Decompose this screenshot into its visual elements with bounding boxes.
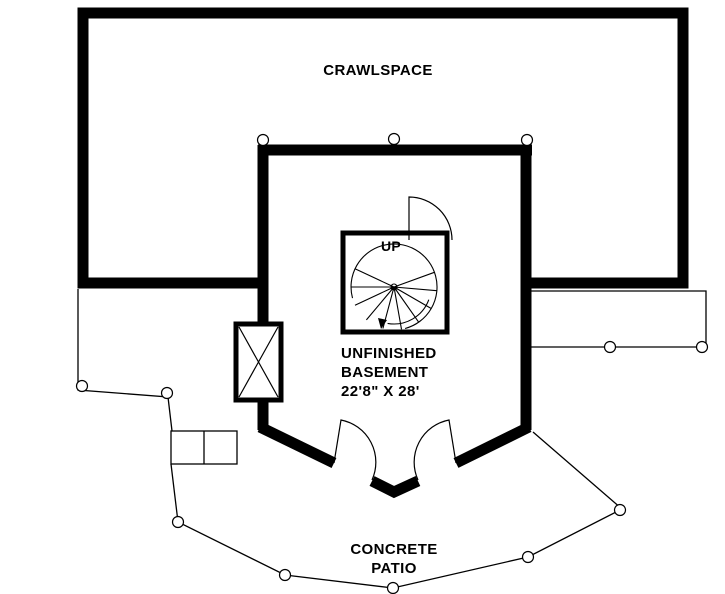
basement-point-wall <box>369 476 421 499</box>
post-circle <box>387 132 401 146</box>
post-circle <box>521 550 535 564</box>
crawlspace-walls <box>77 7 689 289</box>
stair-up-label: UP <box>381 238 401 254</box>
basement-label-line1: UNFINISHED <box>341 345 437 362</box>
pier-posts <box>75 132 709 594</box>
left-patio-door-swing <box>333 419 377 481</box>
right-patio-door-swing <box>413 419 457 481</box>
post-circle <box>256 133 270 147</box>
basement-dimensions-label: 22'8" X 28' <box>341 383 420 400</box>
post-circle <box>171 515 185 529</box>
stair-enclosure <box>340 230 450 335</box>
stair-door-swing <box>408 196 453 241</box>
basement-label-line2: BASEMENT <box>341 364 428 381</box>
post-circle <box>75 379 89 393</box>
post-circle <box>603 340 617 354</box>
post-circle <box>386 581 400 594</box>
post-circle <box>278 568 292 582</box>
window-chase <box>233 321 284 403</box>
basement-angled-wall-left <box>257 422 337 468</box>
steps <box>170 430 238 465</box>
post-circle <box>613 503 627 517</box>
stair-direction-arrow <box>378 318 387 329</box>
spiral-stair <box>340 230 450 335</box>
left-deck-outline <box>77 289 173 432</box>
right-deck-outline <box>531 290 707 348</box>
post-circle <box>520 133 534 147</box>
crawlspace-label: CRAWLSPACE <box>323 62 433 79</box>
doors <box>333 196 457 481</box>
basement-angled-wall-right <box>453 422 532 468</box>
post-circle <box>695 340 709 354</box>
patio-label-line2: PATIO <box>371 560 417 577</box>
post-circle <box>160 386 174 400</box>
patio-label-line1: CONCRETE <box>350 541 437 558</box>
